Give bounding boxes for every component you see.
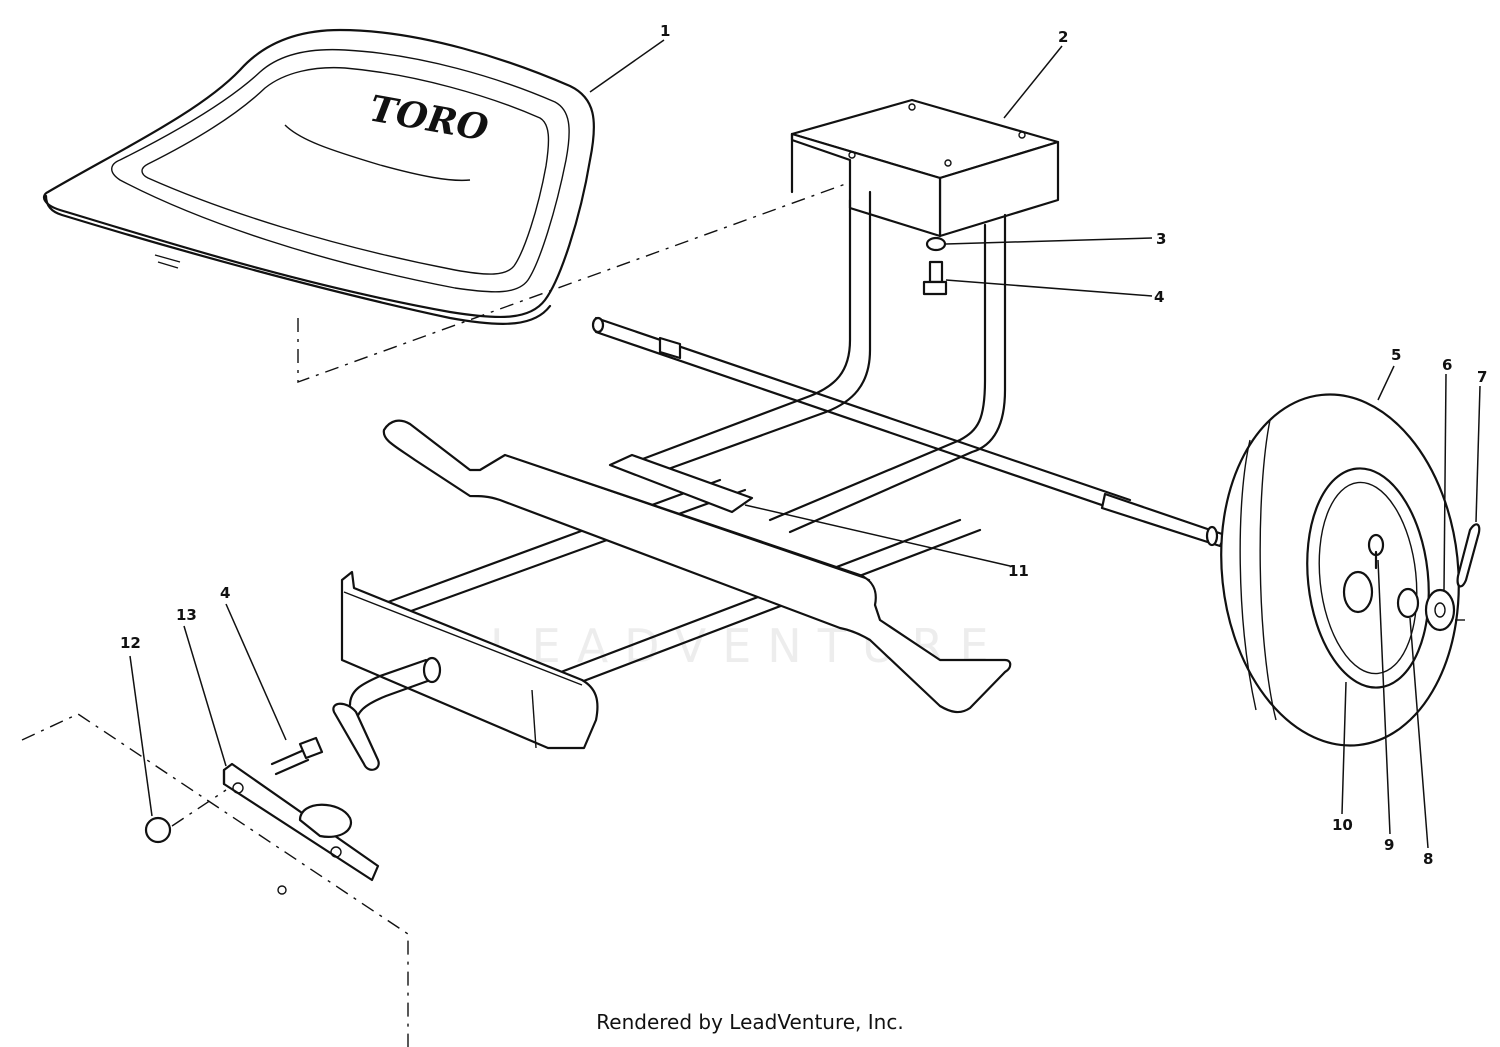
callout-5: 5 [1391,346,1401,364]
callout-2: 2 [1058,28,1068,46]
hitch-assembly [21,713,409,1047]
callout-7: 7 [1477,368,1487,386]
callout-4-support: 4 [1154,288,1164,306]
wheel-assembly [1220,393,1481,747]
callout-6: 6 [1442,356,1452,374]
seat-support [638,98,1060,534]
leader-3 [945,237,1153,245]
callout-8: 8 [1423,850,1433,868]
leader-13 [183,625,227,767]
seat-mount-line [297,147,946,383]
support-fasteners [922,236,948,296]
leader-4b [225,603,287,741]
callout-4-hitch: 4 [220,584,230,602]
callout-12: 12 [120,634,141,652]
leader-7 [1475,385,1481,523]
leader-1 [589,39,665,93]
callout-13: 13 [176,606,197,624]
frame [332,419,1012,771]
decal [608,453,754,514]
callout-10: 10 [1332,816,1353,834]
callout-3: 3 [1156,230,1166,248]
leader-8 [1409,617,1429,849]
leader-10 [1341,681,1347,815]
leader-12 [129,655,153,817]
leader-11 [744,504,1011,567]
footer-credit: Rendered by LeadVenture, Inc. [596,1010,904,1034]
leader-6 [1443,373,1447,591]
leader-5 [1377,365,1395,401]
axle [591,316,1227,548]
seat: TORO [42,28,596,325]
callout-11: 11 [1008,562,1029,580]
callout-1: 1 [660,22,670,40]
callout-9: 9 [1384,836,1394,854]
leader-2 [1003,45,1063,119]
leader-4a [945,279,1153,297]
leader-9 [1377,559,1391,835]
